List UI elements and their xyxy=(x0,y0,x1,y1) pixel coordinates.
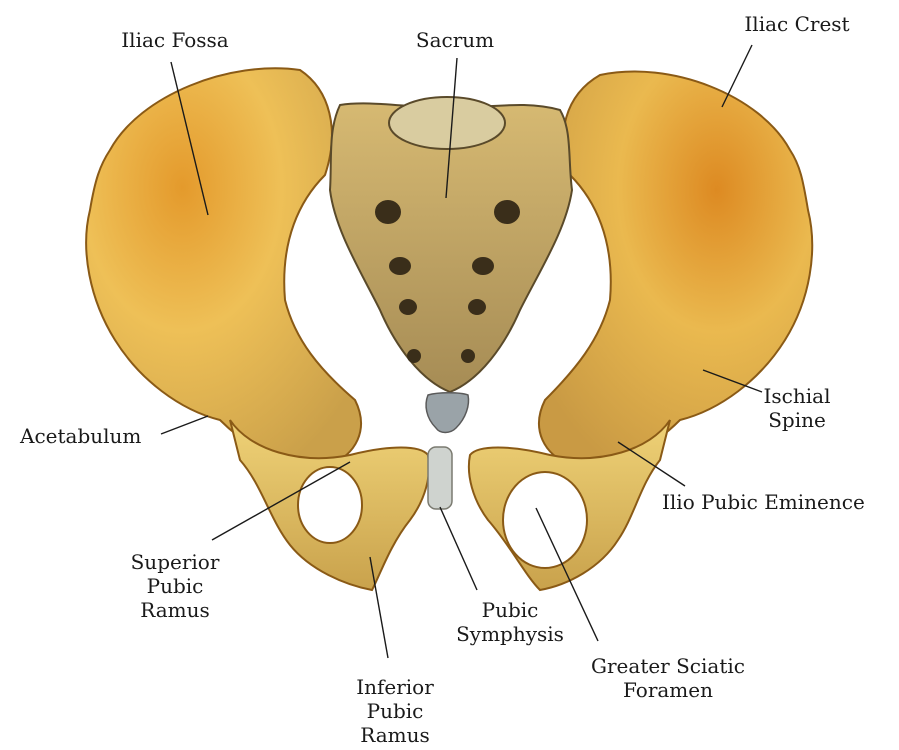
symphysis-cartilage xyxy=(428,447,452,509)
sacral-body-top xyxy=(389,97,505,149)
sacral-foramen xyxy=(389,257,411,275)
leader-acetabulum xyxy=(161,416,208,434)
sacral-foramen xyxy=(407,349,421,363)
coccyx xyxy=(426,393,468,433)
label-greater-sciatic-foramen: Greater Sciatic Foramen xyxy=(578,654,758,702)
label-iliac-crest: Iliac Crest xyxy=(722,12,872,36)
left-obturator-foramen xyxy=(298,467,362,543)
label-inferior-pubic-ramus: Inferior Pubic Ramus xyxy=(335,675,455,747)
leader-iliac-crest xyxy=(722,45,752,107)
label-pubic-symphysis: Pubic Symphysis xyxy=(440,598,580,646)
leader-pubic-symphysis xyxy=(440,507,477,590)
label-ischial-spine: Ischial Spine xyxy=(752,384,842,432)
sacral-foramen xyxy=(472,257,494,275)
label-ilio-pubic-eminence: Ilio Pubic Eminence xyxy=(662,490,882,514)
sacral-foramen xyxy=(468,299,486,315)
sacral-foramen xyxy=(494,200,520,224)
label-acetabulum: Acetabulum xyxy=(20,424,160,448)
label-iliac-fossa: Iliac Fossa xyxy=(100,28,250,52)
label-sacrum: Sacrum xyxy=(390,28,520,52)
sacral-foramen xyxy=(375,200,401,224)
sacral-foramen xyxy=(461,349,475,363)
sacral-foramen xyxy=(399,299,417,315)
left-ilium xyxy=(86,68,361,465)
right-obturator-foramen xyxy=(503,472,587,568)
label-superior-pubic-ramus: Superior Pubic Ramus xyxy=(110,550,240,622)
